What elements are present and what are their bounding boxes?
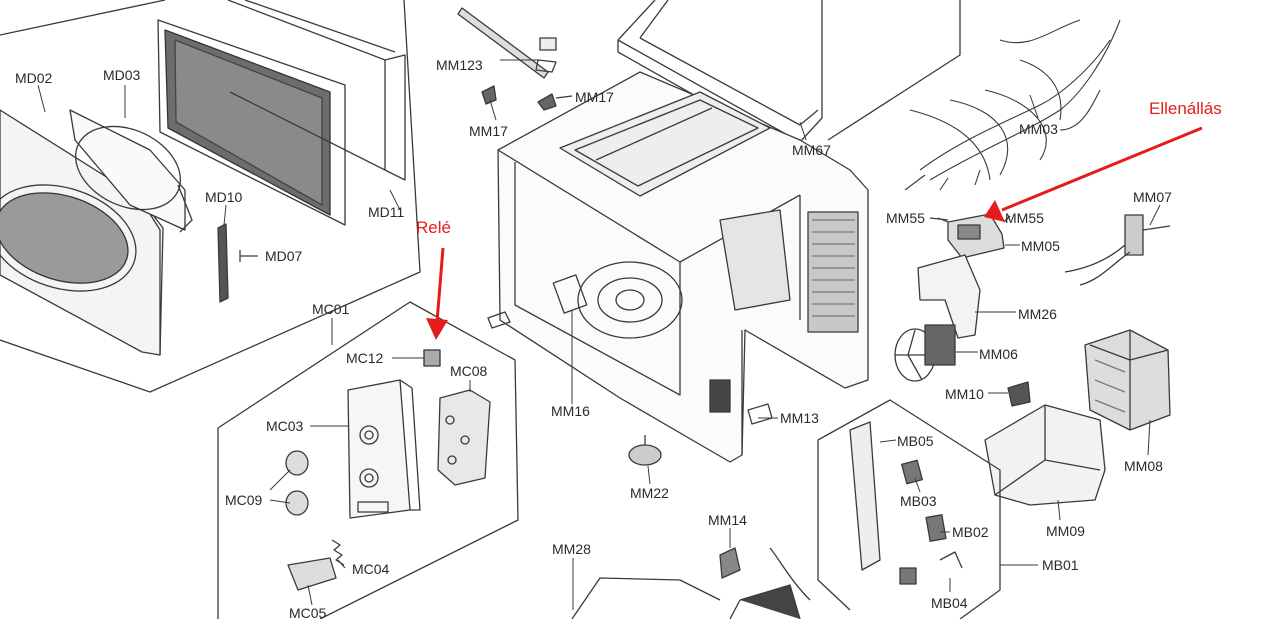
rele-arrow-shaft <box>435 247 445 323</box>
label-mm05: MM05 <box>1021 238 1060 254</box>
transformer-mm08 <box>1084 329 1171 431</box>
label-mm09: MM09 <box>1046 523 1085 539</box>
label-mm17-a: MM17 <box>469 123 508 139</box>
door-screen-md11 <box>157 0 406 226</box>
annotation-arrows <box>426 126 1203 340</box>
label-mb02: MB02 <box>952 524 989 540</box>
label-mm22: MM22 <box>630 485 669 501</box>
label-mc09: MC09 <box>225 492 263 508</box>
hinge-md10 <box>217 223 229 303</box>
label-mb05: MB05 <box>897 433 934 449</box>
label-mm14: MM14 <box>708 512 747 528</box>
label-md02: MD02 <box>15 70 53 86</box>
duct-mm09 <box>984 381 1106 506</box>
rele-arrow-head <box>426 318 448 340</box>
label-md11: MD11 <box>368 204 405 220</box>
cover-mm67 <box>617 0 961 156</box>
label-mm28: MM28 <box>552 541 591 557</box>
door-seal-md03 <box>69 109 193 233</box>
label-md07: MD07 <box>265 248 303 264</box>
label-mm67: MM67 <box>792 142 831 158</box>
label-mc05: MC05 <box>289 605 327 621</box>
cavity-frame <box>487 71 869 463</box>
label-mm16: MM16 <box>551 403 590 419</box>
label-mm10: MM10 <box>945 386 984 402</box>
relay-mc12 <box>423 349 441 367</box>
motor-mm22 <box>628 435 662 466</box>
label-mc01: MC01 <box>312 301 350 317</box>
ellenallas-arrow-shaft <box>1001 126 1203 212</box>
annotation-rele: Relé <box>416 218 451 237</box>
label-mm03: MM03 <box>1019 121 1058 137</box>
label-md03: MD03 <box>103 67 141 83</box>
label-mc12: MC12 <box>346 350 384 366</box>
label-mm26: MM26 <box>1018 306 1057 322</box>
label-md10: MD10 <box>205 189 243 205</box>
fan-mm06 <box>894 324 956 382</box>
duct-mm26 <box>917 254 981 339</box>
label-mm123: MM123 <box>436 57 483 73</box>
annotation-ellenallas: Ellenállás <box>1149 99 1222 118</box>
resistor-mm05 <box>929 213 1011 259</box>
fuse-mm17-right <box>537 93 557 111</box>
label-mm13: MM13 <box>780 410 819 426</box>
wiring-harness-mm03 <box>904 19 1121 191</box>
plug-mm07 <box>1064 214 1171 286</box>
leader-lines <box>37 59 1161 610</box>
fuse-mm17-left <box>481 85 497 105</box>
label-mm08: MM08 <box>1124 458 1163 474</box>
button-mc05 <box>287 557 337 591</box>
door-group-outline <box>0 0 421 393</box>
label-mb01: MB01 <box>1042 557 1079 573</box>
control-group-outline <box>217 301 519 619</box>
label-mc04: MC04 <box>352 561 390 577</box>
ellenallas-arrow-head <box>984 200 1005 222</box>
label-mc03: MC03 <box>266 418 304 434</box>
label-mm55-b: MM55 <box>1005 210 1044 226</box>
label-mm07: MM07 <box>1133 189 1172 205</box>
pcb-mc08 <box>437 389 491 486</box>
spring-mc04 <box>331 539 345 566</box>
door-panel-md02 <box>0 109 164 356</box>
bottom-parts <box>571 547 811 619</box>
label-mb03: MB03 <box>900 493 937 509</box>
label-mm17-b: MM17 <box>575 89 614 105</box>
label-mc08: MC08 <box>450 363 488 379</box>
label-mm55-a: MM55 <box>886 210 925 226</box>
label-mm06: MM06 <box>979 346 1018 362</box>
knobs-mc09 <box>285 450 309 516</box>
label-mb04: MB04 <box>931 595 968 611</box>
interlock-group <box>817 399 1001 619</box>
control-panel-mc03 <box>347 379 421 519</box>
